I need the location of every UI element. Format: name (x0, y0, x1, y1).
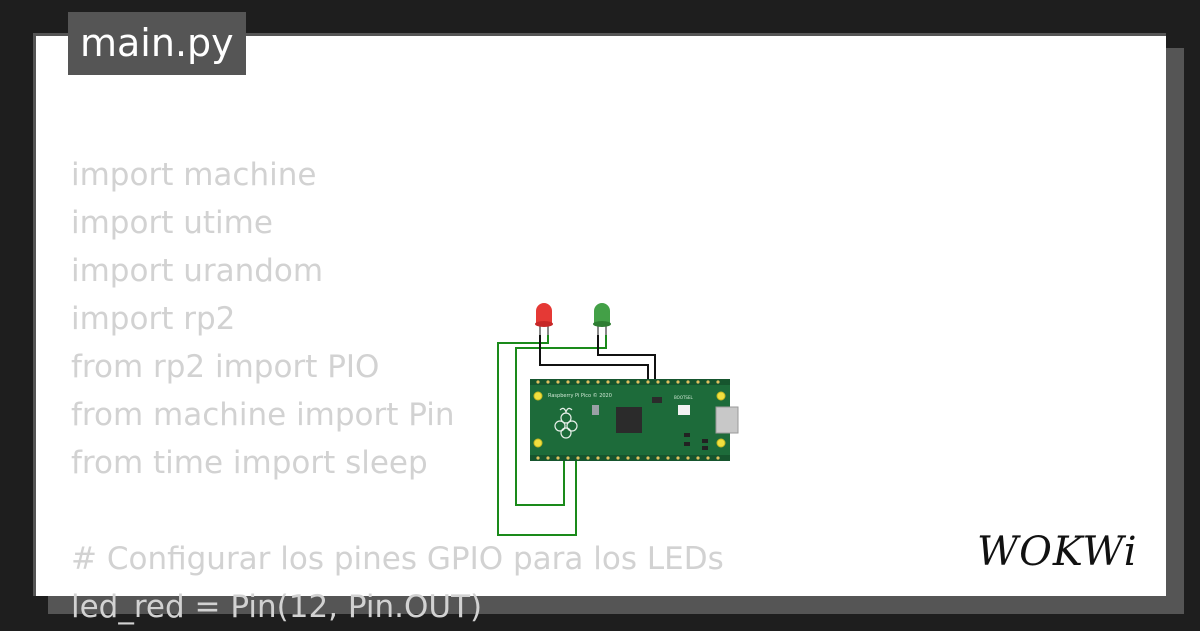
chip-small (592, 405, 599, 415)
mounting-holes (533, 391, 726, 448)
header-pins (536, 380, 720, 460)
pico-board[interactable]: Raspberry Pi Pico © 2020 BOOTSEL (530, 379, 739, 461)
board-silkscreen: Raspberry Pi Pico © 2020 (548, 392, 612, 399)
raspberry-logo-icon (554, 407, 578, 439)
code-line: import utime (71, 205, 273, 241)
code-line: import urandom (71, 253, 324, 289)
red-led[interactable] (535, 303, 553, 335)
wokwi-logo-text: WOKWi (977, 529, 1138, 575)
code-line: led_red = Pin(12, Pin.OUT) (71, 589, 483, 625)
smd-components (684, 433, 708, 450)
signal-wires (539, 328, 656, 385)
ground-wires (497, 331, 607, 536)
code-line: from rp2 import PIO (71, 349, 380, 385)
rp2040-chip (616, 407, 642, 433)
code-line: # Configurar los pines GPIO para los LED… (71, 541, 724, 577)
bootsel-label: BOOTSEL (674, 395, 693, 400)
code-line: import rp2 (71, 301, 236, 337)
file-tab[interactable]: main.py (68, 12, 246, 75)
green-led[interactable] (593, 303, 611, 335)
code-editor[interactable]: import machine import utime import urand… (71, 151, 724, 631)
code-line: from time import sleep (71, 445, 428, 481)
bootsel-button[interactable] (678, 405, 690, 415)
usb-port[interactable] (715, 406, 739, 434)
circuit-diagram[interactable]: Raspberry Pi Pico © 2020 BOOTSEL (488, 293, 748, 553)
flash-chip (652, 397, 662, 403)
code-line: import machine (71, 157, 317, 193)
wokwi-logo: WOKWi (977, 529, 1138, 575)
code-line: from machine import Pin (71, 397, 455, 433)
